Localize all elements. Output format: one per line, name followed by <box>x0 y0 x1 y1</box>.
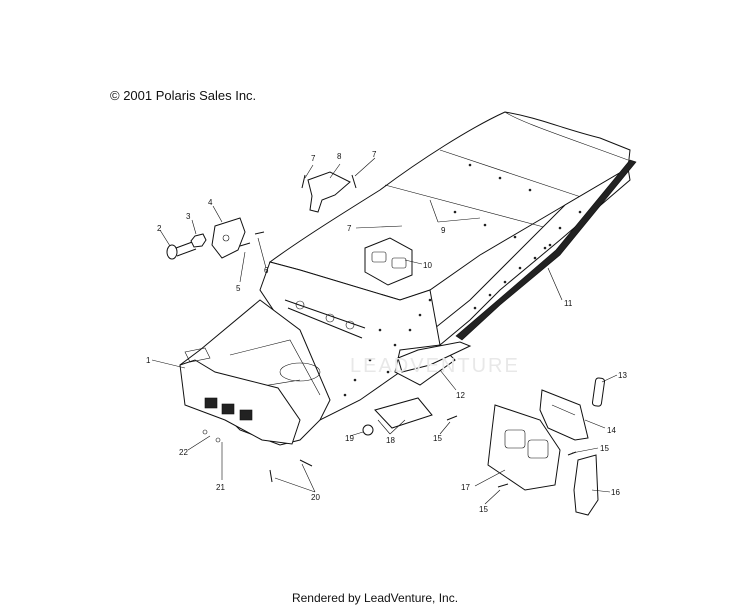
callout-8: 8 <box>337 152 342 161</box>
callout-7a: 7 <box>311 154 316 163</box>
callout-16: 16 <box>611 488 620 497</box>
nut-part-3 <box>190 233 207 248</box>
callout-13: 13 <box>618 371 627 380</box>
callout-1: 1 <box>146 356 151 365</box>
copyright-notice: © 2001 Polaris Sales Inc. <box>110 88 257 103</box>
vent-part-10 <box>364 237 413 286</box>
tunnel-assembly <box>179 111 637 446</box>
callout-9: 9 <box>441 226 446 235</box>
bolt-part-5 <box>239 242 251 247</box>
bracket-part-8 <box>307 171 351 213</box>
callout-12: 12 <box>456 391 465 400</box>
callout-21: 21 <box>216 483 225 492</box>
rivet-part-15-lower <box>497 483 509 488</box>
callout-4: 4 <box>208 198 213 207</box>
rivet-part-15-mid <box>446 415 458 421</box>
grab-handle-part-13 <box>591 377 606 407</box>
callout-15-mid: 15 <box>433 434 442 443</box>
bolt-part-6 <box>254 231 265 235</box>
plate-part-18 <box>374 397 433 429</box>
plug-part-22 <box>202 429 208 435</box>
callout-7c: 7 <box>347 224 352 233</box>
callout-15-right: 15 <box>600 444 609 453</box>
callout-6: 6 <box>264 266 269 275</box>
hitch-plate-part-16 <box>573 454 599 516</box>
callout-18: 18 <box>386 436 395 445</box>
pin-part-7-left <box>301 174 306 189</box>
callout-3: 3 <box>186 212 191 221</box>
callout-2: 2 <box>157 224 162 233</box>
leader-lines <box>151 157 618 505</box>
callout-19: 19 <box>345 434 354 443</box>
callout-14: 14 <box>607 426 616 435</box>
callout-5: 5 <box>236 284 241 293</box>
bolt-part-2 <box>166 240 197 260</box>
watermark: LEADVENTURE <box>350 355 520 377</box>
callout-10: 10 <box>423 261 432 270</box>
callout-7b: 7 <box>372 150 377 159</box>
mount-bracket-part-4 <box>211 217 246 259</box>
callout-17: 17 <box>461 483 470 492</box>
callout-11: 11 <box>564 299 573 308</box>
bolt-part-20 <box>269 459 313 483</box>
callout-15-lower: 15 <box>479 505 488 514</box>
rivet-part-19 <box>362 424 374 436</box>
render-credit: Rendered by LeadVenture, Inc. <box>291 591 459 605</box>
callout-22: 22 <box>179 448 188 457</box>
rear-guard-part-17 <box>487 404 561 491</box>
callout-labels: 1 2 3 4 5 6 7 8 7 7 9 10 11 12 13 14 15 … <box>146 150 627 514</box>
bumper-bracket-part-14 <box>539 389 589 441</box>
rail-part-12 <box>397 341 472 373</box>
callout-20: 20 <box>311 493 320 502</box>
pin-part-7-right <box>351 174 357 189</box>
